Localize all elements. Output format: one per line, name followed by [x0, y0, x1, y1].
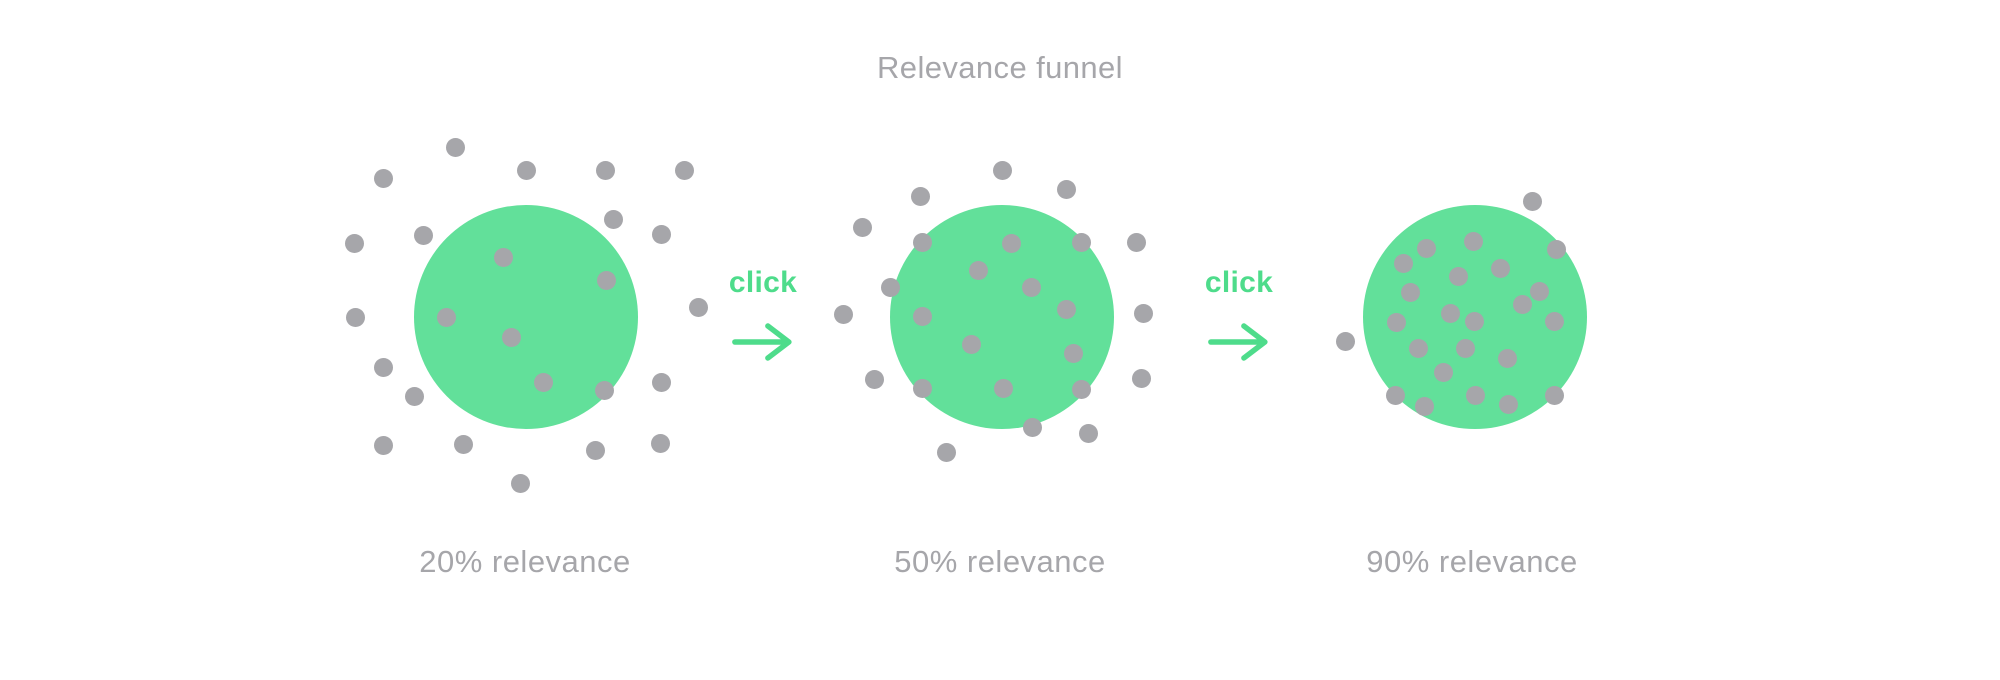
arrow-right-icon	[1208, 323, 1268, 361]
result-dot	[436, 307, 456, 327]
relevance-label-3: 90% relevance	[1366, 544, 1578, 579]
result-dot	[1416, 238, 1436, 258]
result-dot	[445, 137, 465, 157]
result-dot	[1385, 385, 1405, 405]
click-label: click	[1204, 266, 1274, 299]
result-dot	[596, 270, 616, 290]
result-dot	[993, 378, 1013, 398]
result-dot	[651, 372, 671, 392]
result-dot	[1335, 331, 1355, 351]
result-dot	[493, 247, 513, 267]
result-dot	[1490, 258, 1510, 278]
result-dot	[344, 233, 364, 253]
result-dot	[1497, 348, 1517, 368]
result-dot	[1512, 294, 1532, 314]
result-dot	[1544, 385, 1564, 405]
result-dot	[910, 186, 930, 206]
result-dot	[1400, 282, 1420, 302]
result-dot	[992, 160, 1012, 180]
result-dot	[674, 160, 694, 180]
result-dot	[1463, 231, 1483, 251]
result-dot	[516, 160, 536, 180]
result-dot	[650, 433, 670, 453]
result-dot	[1071, 379, 1091, 399]
result-dot	[501, 327, 521, 347]
result-dot	[1021, 277, 1041, 297]
result-dot	[1465, 385, 1485, 405]
result-dot	[651, 224, 671, 244]
result-dot	[1433, 362, 1453, 382]
result-dot	[1393, 253, 1413, 273]
result-dot	[1408, 338, 1428, 358]
result-dot	[595, 160, 615, 180]
result-dot	[1448, 266, 1468, 286]
result-dot	[373, 435, 393, 455]
result-dot	[1522, 191, 1542, 211]
result-dot	[510, 473, 530, 493]
result-dot	[1544, 311, 1564, 331]
result-dot	[1546, 239, 1566, 259]
relevance-label-1: 20% relevance	[419, 544, 631, 579]
result-dot	[1056, 299, 1076, 319]
result-dot	[1133, 303, 1153, 323]
result-dot	[968, 260, 988, 280]
result-dot	[1056, 179, 1076, 199]
result-dot	[1529, 281, 1549, 301]
result-dot	[1440, 303, 1460, 323]
result-dot	[413, 225, 433, 245]
result-dot	[912, 306, 932, 326]
result-dot	[453, 434, 473, 454]
result-dot	[1071, 232, 1091, 252]
page-title: Relevance funnel	[877, 50, 1123, 85]
result-dot	[1414, 396, 1434, 416]
result-dot	[1001, 233, 1021, 253]
result-dot	[1022, 417, 1042, 437]
result-dot	[1078, 423, 1098, 443]
result-dot	[345, 307, 365, 327]
result-dot	[373, 168, 393, 188]
relevance-label-2: 50% relevance	[894, 544, 1106, 579]
result-dot	[1126, 232, 1146, 252]
result-dot	[533, 372, 553, 392]
result-dot	[603, 209, 623, 229]
click-transition-1: click	[729, 268, 797, 362]
click-transition-2: click	[1205, 268, 1273, 362]
result-dot	[1131, 368, 1151, 388]
result-dot	[373, 357, 393, 377]
result-dot	[1498, 394, 1518, 414]
result-dot	[936, 442, 956, 462]
result-dot	[585, 440, 605, 460]
result-dot	[594, 380, 614, 400]
result-dot	[688, 297, 708, 317]
result-dot	[961, 334, 981, 354]
result-dot	[833, 304, 853, 324]
result-dot	[880, 277, 900, 297]
result-dot	[1455, 338, 1475, 358]
result-dot	[404, 386, 424, 406]
result-dot	[864, 369, 884, 389]
result-dot	[1063, 343, 1083, 363]
click-label: click	[728, 266, 798, 299]
arrow-right-icon	[732, 323, 792, 361]
result-dot	[852, 217, 872, 237]
result-dot	[1386, 312, 1406, 332]
result-dot	[1464, 311, 1484, 331]
result-dot	[912, 378, 932, 398]
result-dot	[912, 232, 932, 252]
